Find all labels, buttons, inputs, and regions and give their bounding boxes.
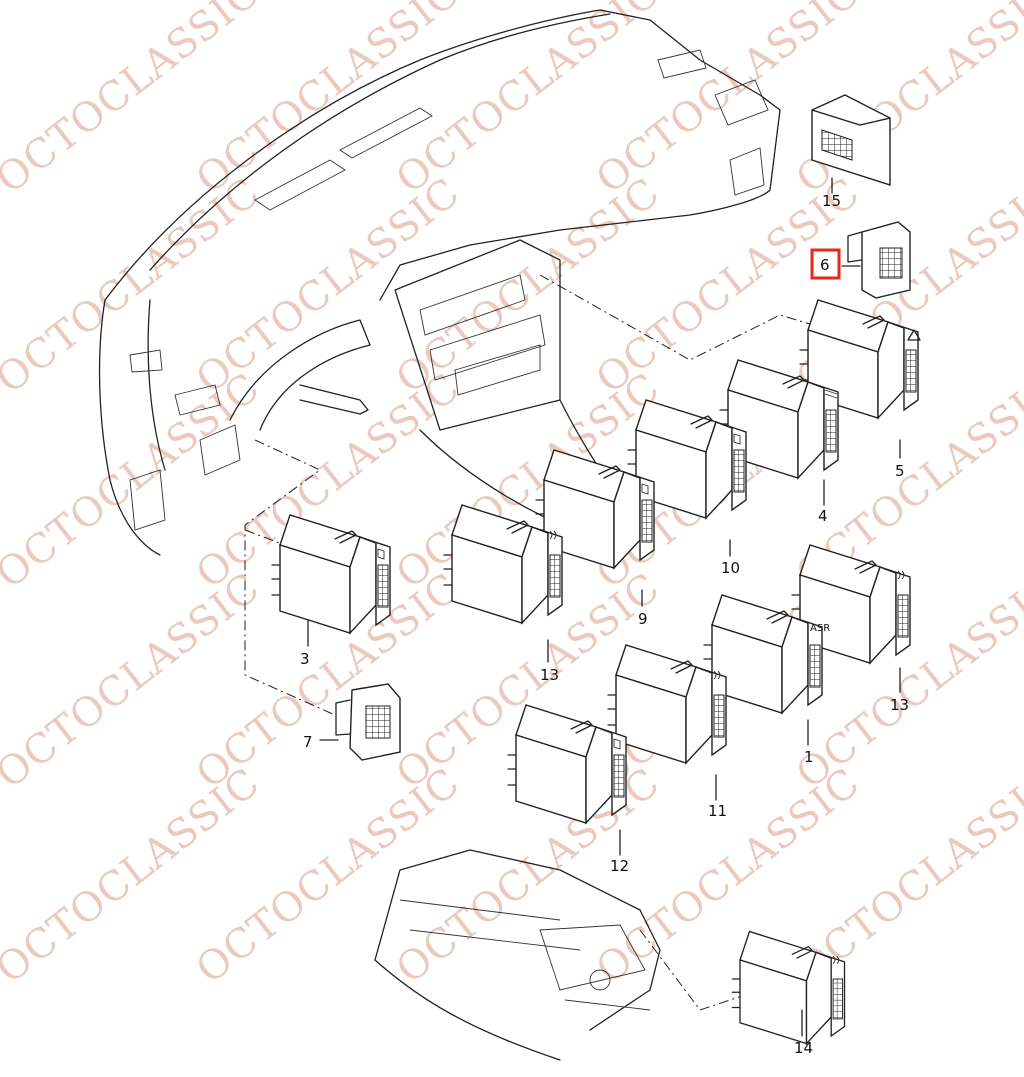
switch-14[interactable] <box>731 930 846 1045</box>
callout-7[interactable]: 7 <box>303 733 313 751</box>
asr-label: ASR <box>810 623 830 634</box>
switch-5[interactable] <box>799 299 921 419</box>
seat-heater-icon <box>832 955 840 965</box>
switch-13-right[interactable] <box>791 544 911 664</box>
part-6-blank-cover[interactable] <box>847 221 911 299</box>
callout-5[interactable]: 5 <box>895 462 905 480</box>
seat-heater-icon <box>549 530 557 540</box>
callout-9[interactable]: 9 <box>638 610 648 628</box>
switch-10[interactable] <box>627 399 747 519</box>
headlight-icon <box>377 548 385 560</box>
callout-ticks <box>307 439 901 1037</box>
warning-triangle-icon <box>907 329 921 341</box>
switch-11[interactable] <box>607 644 727 764</box>
part-15-connector[interactable] <box>811 94 891 186</box>
switch-9[interactable] <box>535 449 655 569</box>
seat-heater-icon <box>713 670 721 680</box>
fog-light-icon <box>733 433 741 445</box>
callout-15[interactable]: 15 <box>822 192 841 210</box>
fog-light-icon <box>613 738 621 750</box>
callout-13-left[interactable]: 13 <box>540 666 559 684</box>
callout-1[interactable]: 1 <box>804 748 814 766</box>
callout-4[interactable]: 4 <box>818 507 828 525</box>
dashboard-illustration <box>98 9 781 1061</box>
seat-heater-icon <box>897 570 905 580</box>
callout-11[interactable]: 11 <box>708 802 727 820</box>
headlight-icon <box>641 483 649 495</box>
callout-highlight <box>810 248 841 280</box>
part-7-blank-cover[interactable] <box>335 683 401 761</box>
callout-6[interactable]: 6 <box>820 256 830 274</box>
callout-13-right[interactable]: 13 <box>890 696 909 714</box>
switch-12[interactable] <box>507 704 627 824</box>
callout-14[interactable]: 14 <box>794 1039 813 1057</box>
switch-4[interactable] <box>719 359 839 479</box>
switch-3[interactable] <box>271 514 391 634</box>
switch-1[interactable]: ASR <box>703 594 830 714</box>
callout-12[interactable]: 12 <box>610 857 629 875</box>
callouts: 15 6 5 4 10 9 13 3 7 13 1 11 12 14 <box>300 192 909 1057</box>
callout-3[interactable]: 3 <box>300 650 310 668</box>
rear-defrost-icon <box>824 389 838 399</box>
switch-13-left[interactable] <box>443 504 563 624</box>
callout-10[interactable]: 10 <box>721 559 740 577</box>
